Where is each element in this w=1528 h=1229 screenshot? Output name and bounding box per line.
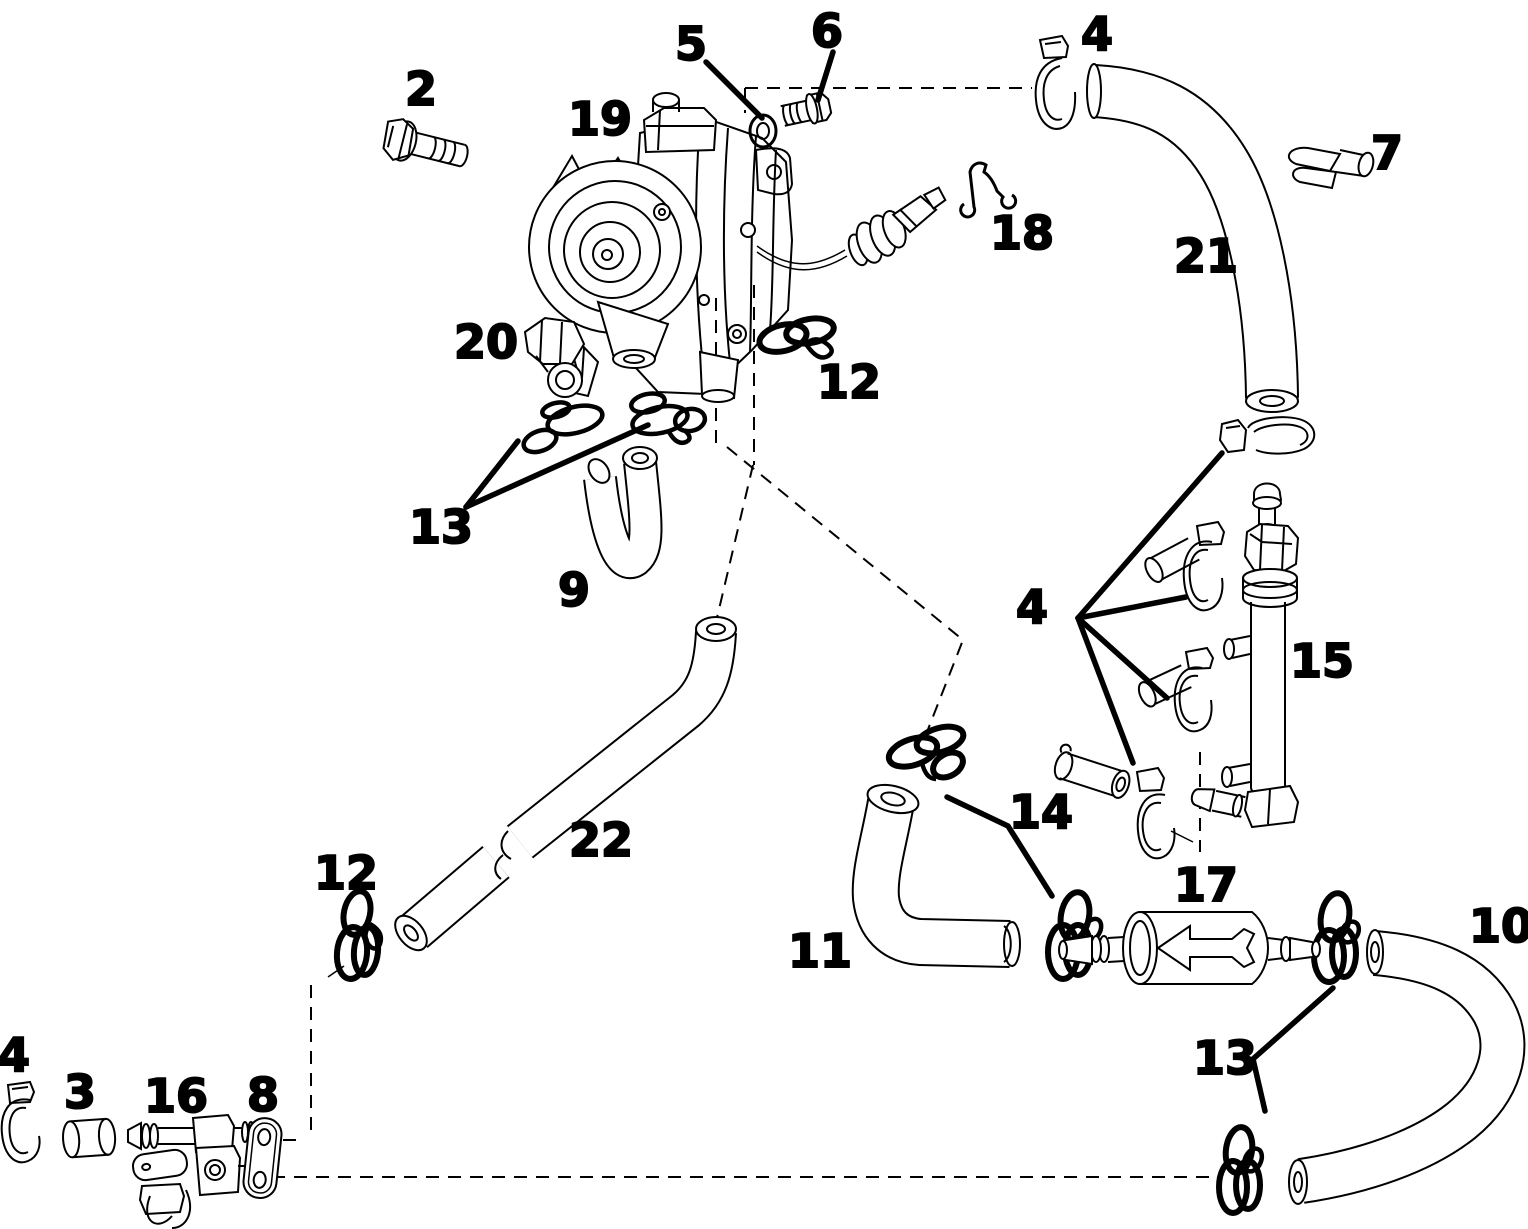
part-8-gasket: [242, 1117, 283, 1199]
part-4-clamp-middle-a: [1144, 520, 1226, 612]
part-22-hose: [394, 616, 737, 952]
part-14-clamp-upper: [885, 723, 967, 782]
callout-label-18-6: 18: [990, 206, 1054, 260]
part-12-orings-upper: [756, 315, 837, 360]
part-21-hose: [1086, 63, 1299, 413]
callout-label-8-24: 8: [247, 1068, 279, 1122]
leader-lines: [327, 49, 1336, 1114]
dashed-routing-lines: [272, 87, 1213, 1178]
part-2-bolt: [382, 118, 469, 168]
callout-label-13-20: 13: [1193, 1031, 1257, 1085]
part-4-clamp-top: [1034, 34, 1077, 130]
callout-label-22-15: 22: [569, 813, 633, 867]
callout-label-12-16: 12: [314, 846, 378, 900]
callout-label-12-9: 12: [817, 355, 881, 409]
callout-label-4-12: 4: [1016, 580, 1048, 634]
callout-label-17-17: 17: [1174, 858, 1238, 912]
callout-label-6-3: 6: [811, 4, 843, 58]
callout-label-10-19: 10: [1469, 899, 1528, 953]
part-13-orings-left: [521, 400, 605, 455]
callout-label-4-4: 4: [1081, 7, 1113, 61]
callout-label-21-7: 21: [1174, 229, 1238, 283]
part-14-clamp-lower: [1045, 889, 1104, 982]
part-4-clamp-bottom-left: [0, 1080, 41, 1164]
part-17-inline-filter: [1058, 911, 1321, 985]
part-13-orings-right: [629, 391, 708, 445]
part-19-pump-assembly: [528, 92, 947, 403]
part-13-clamp-filter-right: [1311, 890, 1362, 985]
part-3-sleeve: [62, 1117, 117, 1159]
part-4-clamp-hose21-end: [1218, 416, 1316, 455]
callout-label-19-1: 19: [568, 92, 632, 146]
part-11-hose: [851, 783, 1021, 968]
callout-label-11-18: 11: [788, 924, 852, 978]
callout-label-13-10: 13: [409, 500, 473, 554]
callout-label-2-0: 2: [405, 62, 437, 116]
callout-label-9-11: 9: [558, 563, 590, 617]
part-10-hose: [1288, 929, 1526, 1205]
callout-label-4-21: 4: [0, 1028, 30, 1082]
part-5-washer: [748, 113, 778, 149]
callout-label-5-2: 5: [675, 17, 707, 71]
callout-label-14-14: 14: [1009, 785, 1073, 839]
part-13-clamp-bottom: [1216, 1124, 1265, 1216]
callout-label-20-8: 20: [454, 315, 518, 369]
part-15-valve-assembly: [1190, 482, 1300, 829]
part-12-orings-lower: [333, 888, 384, 982]
callout-label-16-23: 16: [144, 1069, 208, 1123]
small-hose-spacer: [1053, 743, 1131, 799]
part-20-fitting: [523, 316, 586, 398]
sensor-connector: [847, 186, 947, 267]
part-6-screw: [780, 91, 833, 127]
callout-label-7-5: 7: [1371, 126, 1403, 180]
callout-label-15-13: 15: [1290, 634, 1354, 688]
callout-label-3-22: 3: [64, 1065, 96, 1119]
part-4-clamp-filter-top: [1135, 766, 1176, 860]
part-18-wire-clip: [959, 161, 1018, 219]
part-7-clip: [1287, 146, 1375, 190]
part-4-clamp-middle-b: [1137, 646, 1215, 733]
flow-direction-arrow: [1156, 924, 1256, 972]
part-9-sleeve: [583, 446, 663, 579]
